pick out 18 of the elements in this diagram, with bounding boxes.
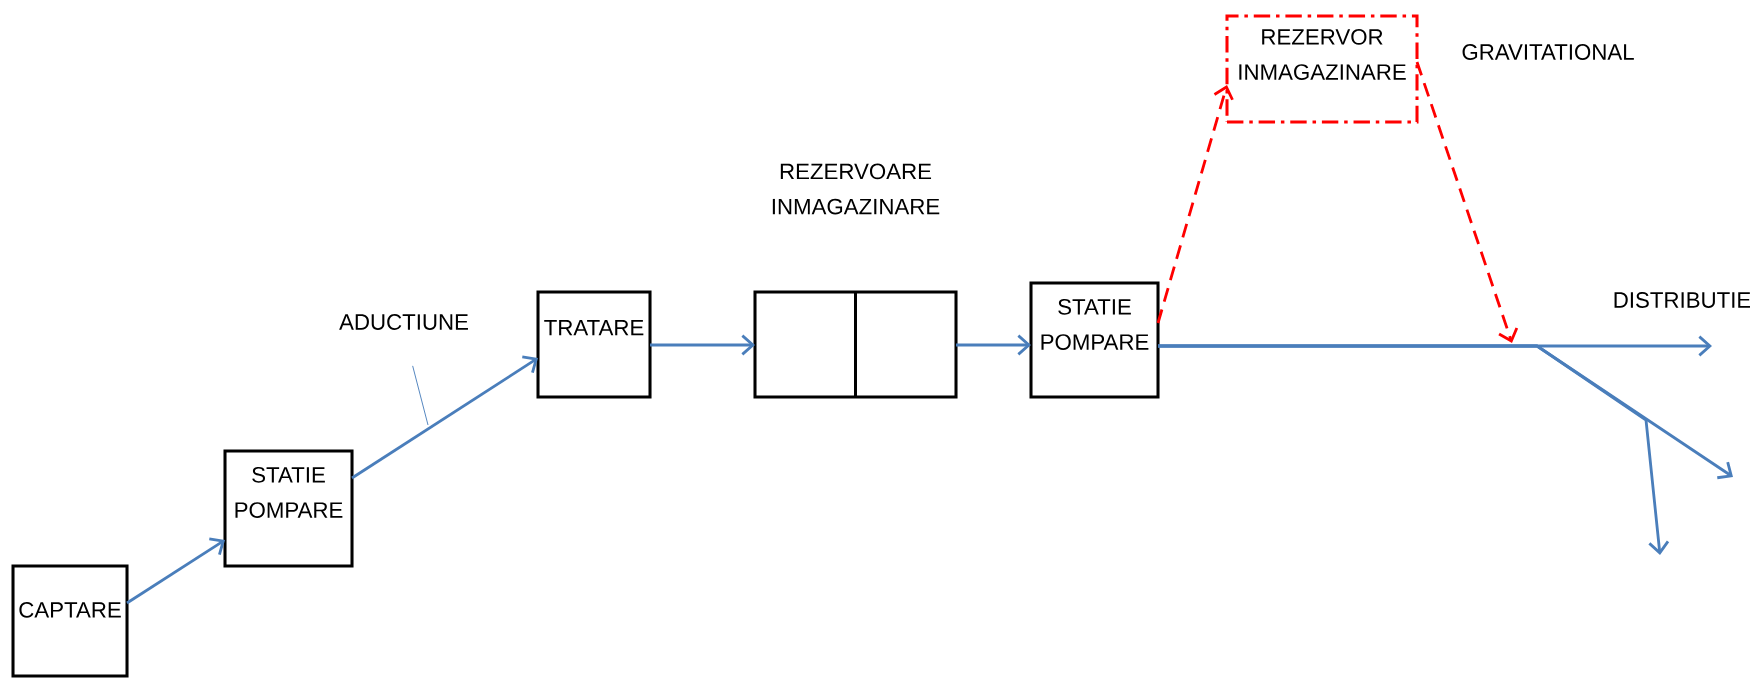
arrow xyxy=(1156,85,1234,324)
arrow xyxy=(1158,344,1670,555)
flow-label: DISTRIBUTIE xyxy=(1614,292,1750,308)
reservoir-box: REZERVOR INMAGAZINARE xyxy=(1225,14,1419,124)
arrow xyxy=(351,355,538,480)
pipe-label: ADUCTIUNE xyxy=(339,314,468,330)
tank-drawing: REZERVOARE INMAGAZINARE xyxy=(753,163,958,399)
node-label: REZERVOARE INMAGAZINARE xyxy=(772,163,940,215)
side-label: GRAVITATIONAL xyxy=(1462,44,1634,60)
process-box: STATIE POMPARE xyxy=(1029,281,1160,399)
process-box: TRATARE xyxy=(536,290,652,399)
arrow xyxy=(650,334,755,356)
process-box: STATIE POMPARE xyxy=(223,449,354,568)
arrow xyxy=(956,334,1031,356)
arrow xyxy=(1415,61,1519,343)
arrow xyxy=(126,537,225,605)
process-box: CAPTARE xyxy=(11,564,129,678)
leader-line xyxy=(412,365,429,426)
